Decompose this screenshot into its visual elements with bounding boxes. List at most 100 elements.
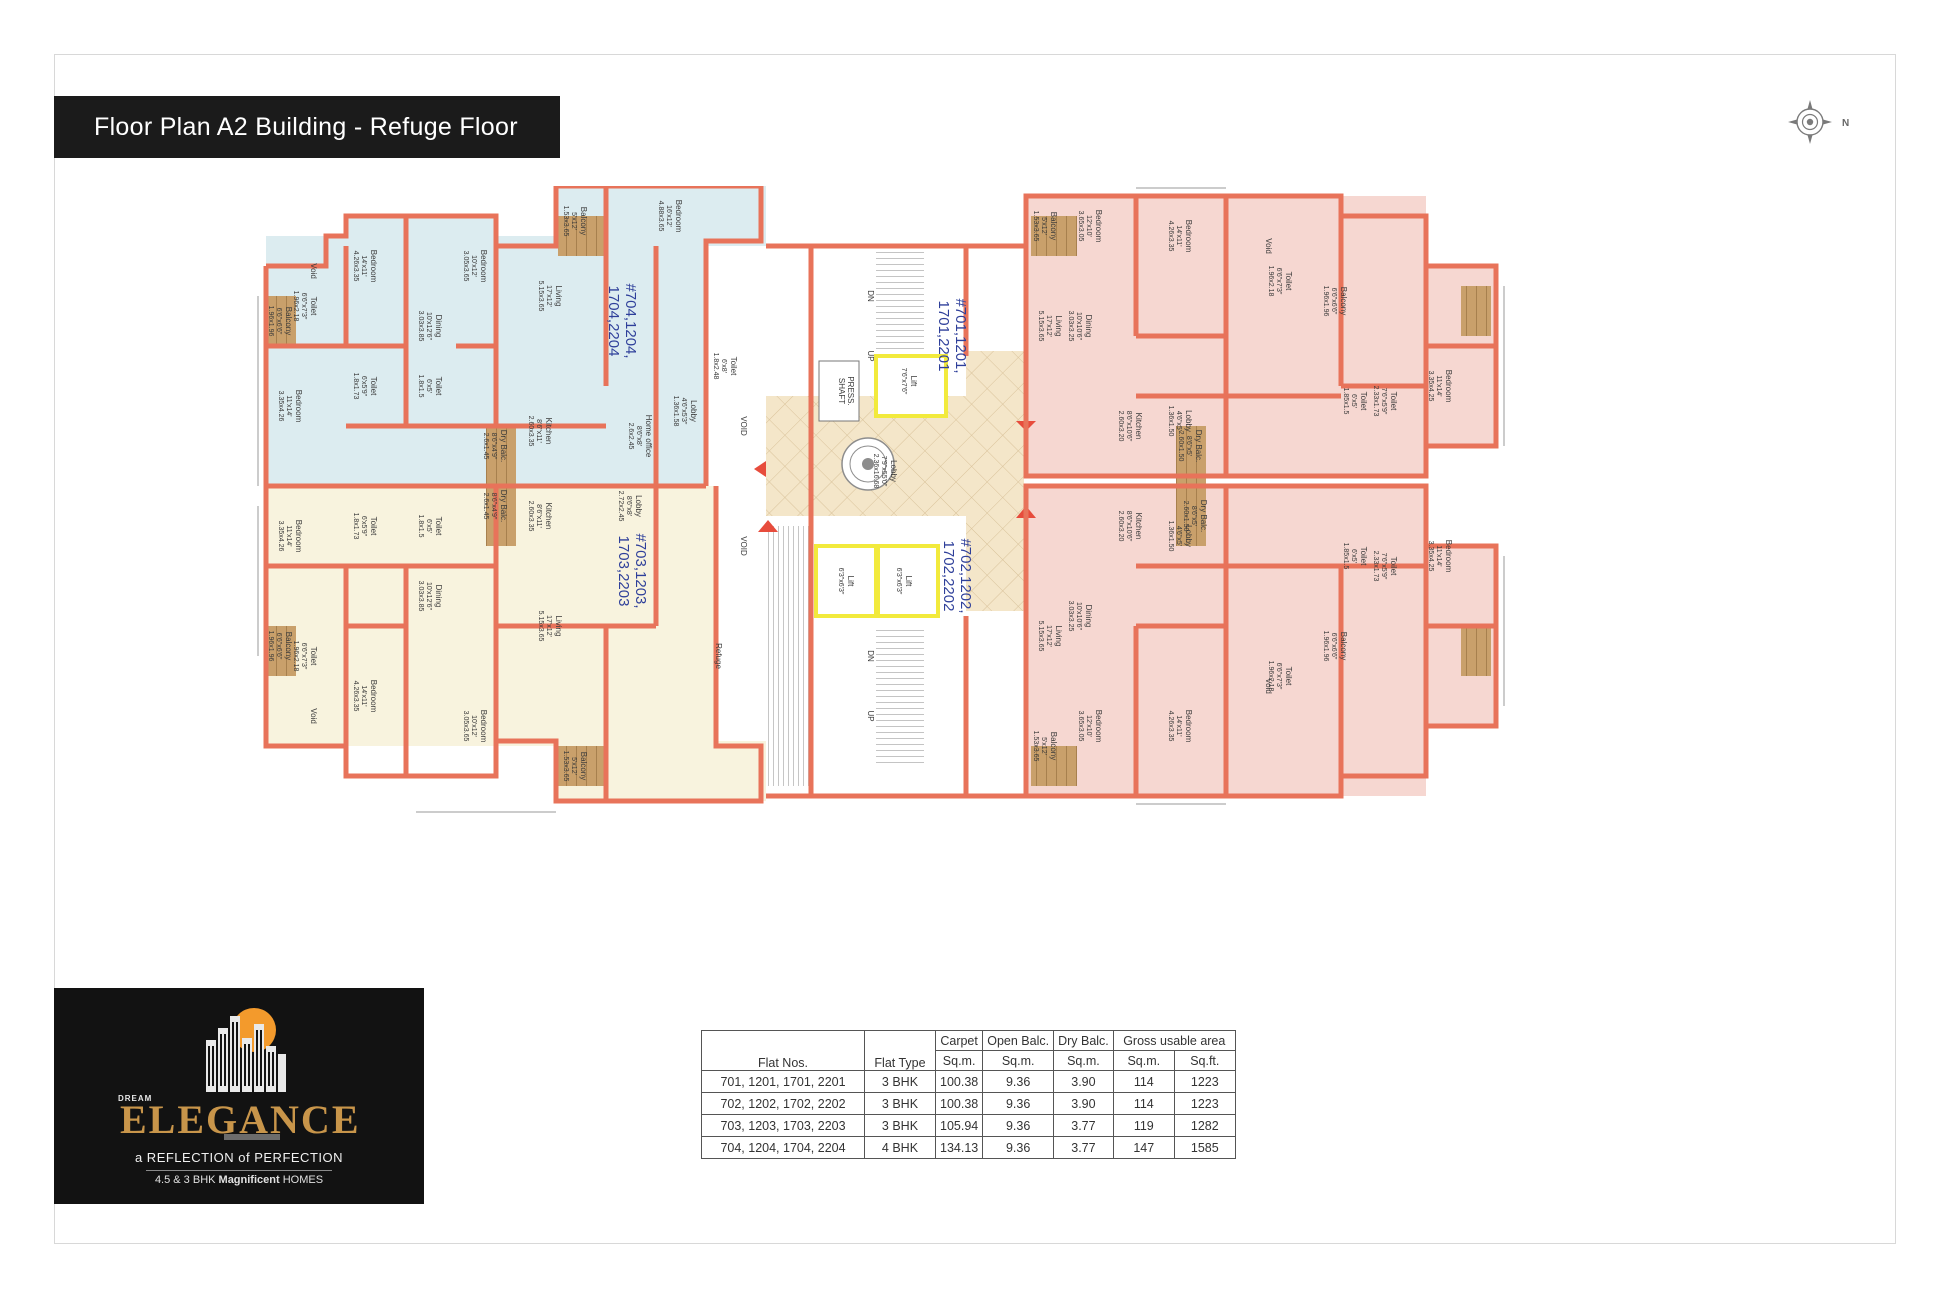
core-label: VOID [739, 536, 748, 556]
room-label-name: Balcony [579, 752, 588, 780]
core-label-name: VOID [739, 416, 748, 436]
area-table: Flat Nos. Flat Type Carpet Open Balc. Dr… [701, 1030, 1236, 1159]
room-label-name: Bedroom [1184, 710, 1193, 743]
room-label-b: 2.6x2.45 [627, 423, 634, 450]
room-label-a: 6'6"x7'3" [1275, 663, 1282, 690]
room-label-name: Bedroom [369, 680, 378, 713]
room-label-name: Toilet [729, 357, 738, 376]
room-label-a: 17'x12' [1045, 625, 1052, 647]
room-label-b: 1.36x1.50 [1167, 406, 1174, 437]
room-label-b: 3.35x4.26 [277, 391, 284, 422]
room-label-b: 1.53x3.65 [1032, 731, 1039, 762]
room-label-b: 3.35x4.25 [1427, 541, 1434, 572]
table-cell: 1223 [1173, 1092, 1236, 1115]
flat-number-line: 1704,2204 [605, 286, 622, 357]
balcony-sw-bottom [558, 746, 604, 786]
core-label-name: UP [866, 350, 875, 361]
core-label: PRESS.SHAFT [837, 376, 855, 405]
room-label-a: 8'6"x10'6" [1125, 511, 1132, 542]
table-cell: 100.38 [934, 1092, 984, 1115]
table-cell: 9.36 [982, 1070, 1055, 1093]
core-label-b: 2.36x16.68 [872, 454, 879, 489]
flat-number-se: #702,1202,1702,2202 [940, 538, 974, 613]
room-label-b: 3.65x3.05 [1077, 711, 1084, 742]
room-label-a: 5'x12' [1040, 737, 1047, 755]
room-label-name: Living [1054, 316, 1063, 337]
room-label-b: 1.8x1.5 [417, 375, 424, 398]
room-label-b: 1.53x3.65 [562, 206, 569, 237]
core-label-a: 7'9"x55'0" [880, 456, 887, 487]
logo-dream-text: DREAM [118, 1094, 153, 1103]
room-label-name: Toilet [1284, 272, 1293, 291]
core-label-a: 6'3"x6'3" [837, 568, 844, 595]
room-label-a: 7'6"x5'9" [1380, 388, 1387, 415]
room-label: Void [309, 263, 318, 279]
room-label-name: Bedroom [479, 250, 488, 283]
table-cell: 114 [1112, 1070, 1175, 1093]
compass-north-label: N [1842, 118, 1849, 129]
room-label-name: Bedroom [479, 710, 488, 743]
room-label-a: 17'x12' [545, 615, 552, 637]
page-frame [54, 54, 1896, 1244]
room-label-a: 12'x10' [1085, 215, 1092, 237]
room-label-b: 3.65x3.05 [1077, 211, 1084, 242]
core-label-name: PRESS. [846, 376, 855, 405]
room-label-a: 11'x14' [285, 525, 292, 546]
room-label-a: 17'x12' [545, 285, 552, 307]
col-dry-balc: Dry Balc. [1053, 1030, 1114, 1051]
room-label-b: 2.6x1.45 [482, 433, 489, 460]
room-label-a: 10'x10'6" [1075, 602, 1082, 631]
room-label-a: 6'6"x7'3" [300, 293, 307, 320]
table-cell: 3 BHK [864, 1114, 936, 1137]
table-cell: 3 BHK [864, 1092, 936, 1115]
table-cell: 9.36 [982, 1136, 1055, 1159]
room-label: Dry Balc.8'6"x5'2.60x1.50 [1177, 430, 1203, 462]
room-label-name: Void [309, 263, 318, 279]
room-label-b: 3.35x4.26 [277, 521, 284, 552]
core-label-name: Lift [846, 576, 855, 587]
room-label-a: 6'x5'9" [360, 376, 367, 397]
room-label-a: 6'x8' [720, 359, 727, 373]
room-label-name: Toilet [434, 377, 443, 396]
room-label-b: 1.96x2.18 [292, 641, 299, 672]
room-label-name: Bedroom [674, 200, 683, 233]
flat-number-line: 1703,2203 [615, 536, 632, 607]
room-label-name: Kitchen [1134, 513, 1143, 540]
room-label-name: Lobby [1184, 525, 1193, 547]
room-label-name: Dry Balc. [499, 430, 508, 462]
room-label: Dry Balc.8'6"x5'2.60x1.50 [1182, 500, 1208, 532]
room-label-name: Balcony [579, 207, 588, 235]
table-cell: 1223 [1173, 1070, 1236, 1093]
room-label-a: 10'x10'6" [1075, 312, 1082, 341]
room-label-a: 4'6"x5' [1175, 411, 1182, 431]
room-label-name: Living [554, 616, 563, 637]
room-label-name: Dry Balc. [1194, 430, 1203, 462]
room-label-b: 1.36x1.50 [1167, 521, 1174, 552]
room-label-b: 1.96x2.18 [1267, 661, 1274, 692]
table-cell: 147 [1112, 1136, 1175, 1159]
table-cell: 702, 1202, 1702, 2202 [701, 1092, 865, 1115]
skyline-icon [206, 1016, 286, 1092]
room-label-a: 12'x10' [1085, 715, 1092, 737]
room-label-a: 5'x12' [1040, 217, 1047, 235]
room-label-b: 4.26x3.35 [1167, 221, 1174, 252]
balcony-nw-top [558, 216, 604, 256]
balcony-se-right [1461, 626, 1491, 676]
room-label-name: Bedroom [369, 250, 378, 283]
room-label-name: Void [1264, 678, 1273, 694]
